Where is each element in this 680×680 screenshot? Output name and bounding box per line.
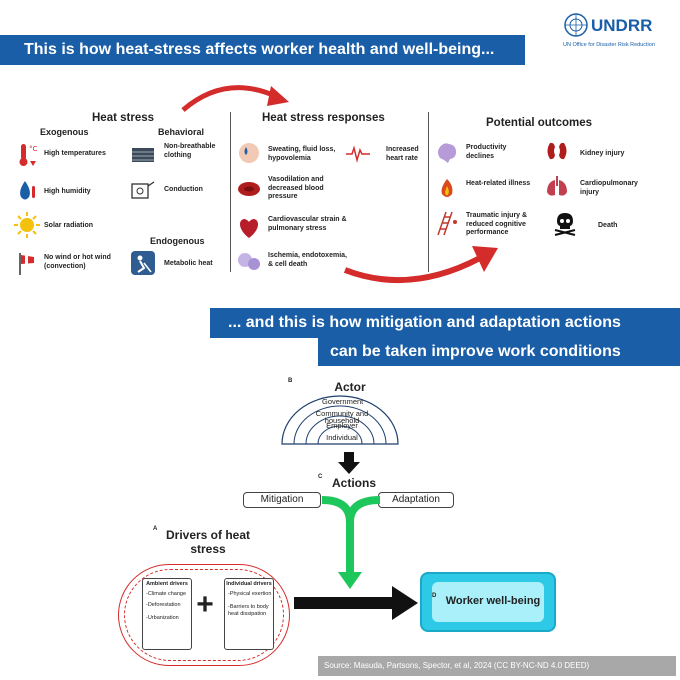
actor-layer: Community and household: [315, 409, 369, 425]
exo-item: No wind or hot wind (convection): [44, 254, 111, 270]
skull-icon: [554, 213, 576, 236]
ladder-fall-icon: [437, 211, 457, 236]
kidney-icon: [547, 142, 567, 160]
worker-title: Worker well-being: [445, 595, 541, 607]
down-arrow-icon: [338, 452, 360, 474]
worker-wellbeing-box: D Worker well-being: [420, 572, 556, 632]
behavioral-title: Behavioral: [158, 127, 205, 137]
individual-title: Individual drivers: [226, 581, 272, 587]
heat-illness-icon: [441, 179, 453, 197]
outcome-item: Kidney injury: [580, 150, 625, 157]
actor-layer: Employer: [326, 421, 358, 430]
outcome-item: Productivity declines: [466, 144, 507, 160]
logo-name: UNDRR: [591, 16, 653, 35]
banner-heat-stress: This is how heat-stress affects worker h…: [0, 35, 525, 65]
individual-item: -Barriers to body heat dissipation: [228, 604, 269, 617]
exo-item: High humidity: [44, 188, 91, 195]
sweat-icon: [239, 143, 259, 163]
cells-icon: [238, 253, 260, 270]
drivers-container: [118, 564, 290, 666]
label-c: C: [318, 474, 323, 480]
ambient-drivers-box: Ambient drivers -Climate change -Defores…: [142, 578, 192, 650]
clothing-icon: [132, 148, 154, 162]
exogenous-title: Exogenous: [40, 127, 89, 137]
ambient-item: -Urbanization: [146, 615, 179, 621]
curved-arrow-top-icon: [181, 85, 289, 112]
plus-sign: +: [196, 588, 214, 621]
green-connector: [321, 496, 381, 589]
outcome-item: Heat-related illness: [466, 180, 531, 187]
ambient-item: -Deforestation: [146, 602, 181, 608]
endo-item: Metabolic heat: [164, 260, 213, 267]
response-item: Increased heart rate: [386, 146, 419, 162]
ambient-title: Ambient drivers: [146, 581, 188, 587]
worker-digging-icon: [131, 251, 155, 275]
behav-item: Conduction: [164, 186, 203, 193]
response-item: Cardiovascular strain & pulmonary stress: [268, 216, 347, 232]
exo-item: Solar radiation: [44, 222, 94, 229]
ambient-item: -Climate change: [146, 591, 187, 597]
drivers-inner-border: [124, 569, 284, 661]
response-item: Sweating, fluid loss, hypovolemia: [268, 146, 336, 162]
label-b: B: [288, 378, 293, 384]
un-emblem-icon: [564, 13, 588, 37]
mitigation-box: Mitigation: [243, 492, 321, 508]
endogenous-title: Endogenous: [150, 236, 205, 246]
behav-item: Non-breathable clothing: [164, 143, 216, 159]
conduction-icon: [131, 181, 155, 199]
undrr-logo: UNDRR UN Office for Disaster Risk Reduct…: [563, 12, 678, 52]
lungs-icon: [547, 176, 567, 196]
outcome-item: Cardiopulmonary injury: [580, 180, 638, 196]
drivers-title: Drivers of heat stress: [165, 528, 251, 556]
brain-icon: [438, 143, 456, 163]
heartbeat-icon: [346, 145, 370, 163]
heart-organ-icon: [239, 219, 259, 238]
actor-layer: Individual: [326, 433, 358, 442]
blood-cell-icon: [238, 182, 260, 196]
curved-arrow-bottom-icon: [343, 246, 498, 284]
response-item: Vasodilation and decreased blood pressur…: [268, 176, 324, 200]
logo-subtitle: UN Office for Disaster Risk Reduction: [563, 42, 655, 48]
column-divider: [428, 112, 429, 272]
heat-stress-title: Heat stress: [92, 112, 155, 124]
label-d: D: [432, 593, 437, 599]
adaptation-box: Adaptation: [378, 492, 454, 508]
source-caption: Source: Masuda, Partsons, Spector, et al…: [318, 656, 676, 676]
individual-drivers-box: Individual drivers -Physical exertion -B…: [224, 578, 274, 650]
svg-text:°C: °C: [29, 145, 38, 153]
banner-mitigation-line1: ... and this is how mitigation and adapt…: [210, 308, 680, 338]
humidity-icon: [20, 181, 35, 200]
outcome-item: Death: [598, 222, 618, 229]
outcome-item: Traumatic injury & reduced cognitive per…: [466, 212, 528, 236]
actor-arcs: [281, 395, 399, 445]
right-arrow-icon: [294, 586, 418, 620]
response-item: Ischemia, endotoxemia, & cell death: [268, 252, 347, 268]
individual-item: -Physical exertion: [228, 591, 272, 597]
actor-layer: Government: [322, 397, 364, 406]
label-a: A: [153, 526, 158, 532]
actor-title: Actor: [334, 380, 366, 394]
banner-mitigation-line2: can be taken improve work conditions: [318, 338, 680, 366]
responses-title: Heat stress responses: [262, 112, 385, 124]
actions-title: Actions: [331, 476, 376, 490]
outcomes-title: Potential outcomes: [486, 117, 593, 129]
exo-item: High temperatures: [44, 150, 106, 157]
thermometer-icon: °C: [19, 144, 38, 166]
sun-icon: [14, 212, 40, 238]
column-divider: [230, 112, 231, 272]
windsock-icon: [19, 253, 34, 275]
